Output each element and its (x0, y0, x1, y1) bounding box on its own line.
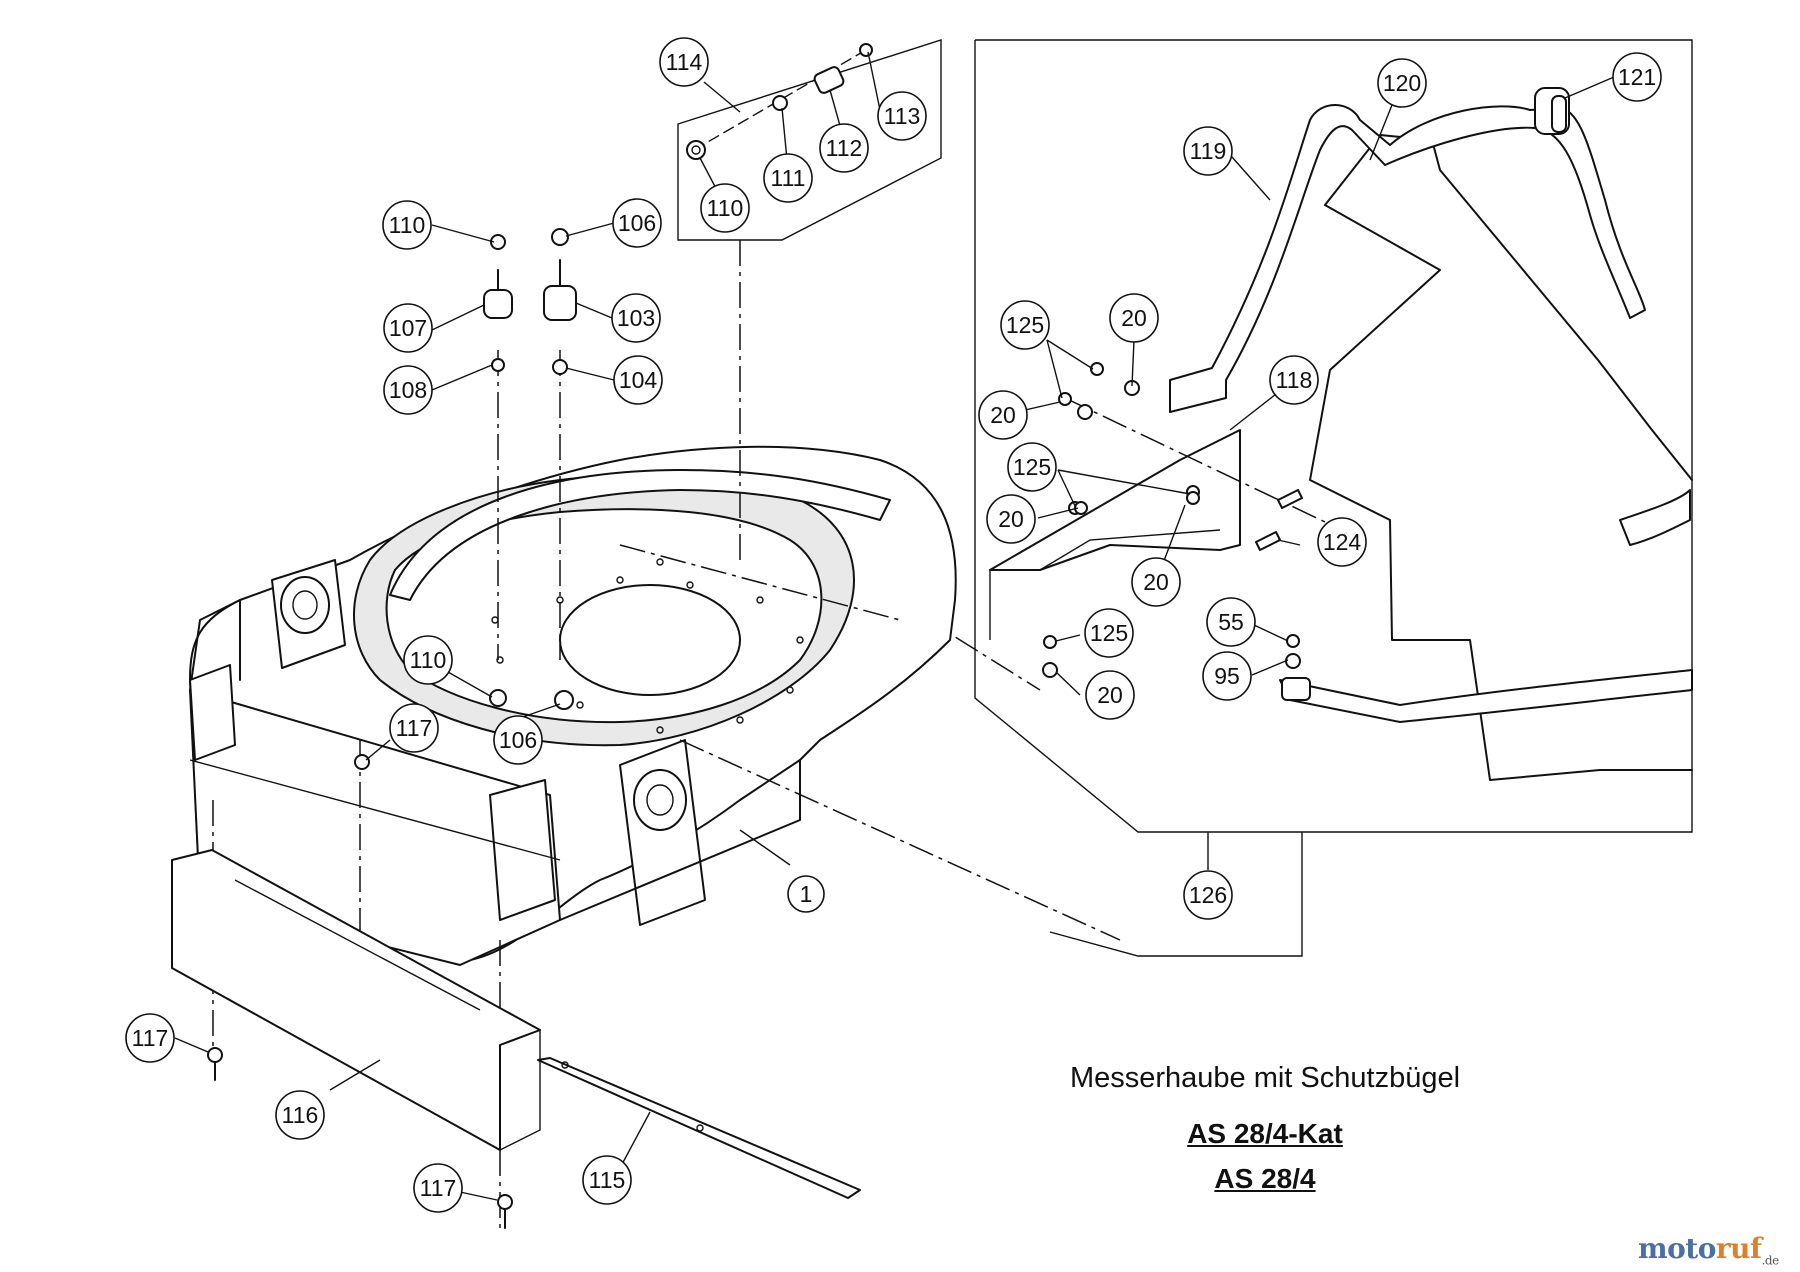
inset-126-hardware (919, 362, 1326, 691)
model-label-kat: AS 28/4-Kat (1187, 1118, 1343, 1149)
svg-text:117: 117 (420, 1175, 457, 1201)
callout-103: 103 (611, 293, 661, 343)
callout-112: 112 (819, 123, 869, 173)
inset-126-frame (974, 39, 1693, 957)
callout-95: 95 (1202, 651, 1252, 701)
svg-text:95: 95 (1214, 663, 1240, 689)
svg-text:121: 121 (1618, 64, 1656, 90)
svg-text:125: 125 (1006, 312, 1044, 338)
callout-110-inset: 110 (700, 183, 750, 233)
callout-125-c: 125 (1084, 608, 1134, 658)
callout-119: 119 (1183, 126, 1233, 176)
svg-text:20: 20 (1121, 305, 1147, 331)
bolts-117 (207, 1047, 513, 1229)
model-label: AS 28/4 (1214, 1163, 1316, 1194)
callout-117-deck: 117 (389, 703, 439, 753)
inset-114-parts (686, 43, 873, 160)
callout-20-a: 20 (1109, 293, 1159, 343)
svg-text:111: 111 (771, 165, 806, 191)
deck-dash-lines (212, 240, 1121, 1230)
guard-bar (1169, 87, 1693, 723)
callout-107: 107 (383, 303, 433, 353)
callout-113: 113 (877, 91, 927, 141)
front-shield-116 (171, 849, 541, 1151)
callout-114: 114 (659, 37, 709, 87)
callout-108: 108 (383, 365, 433, 415)
svg-text:126: 126 (1189, 882, 1227, 908)
callout-20-e: 20 (1085, 670, 1135, 720)
svg-text:112: 112 (826, 135, 863, 161)
svg-text:117: 117 (396, 715, 433, 741)
callout-121: 121 (1612, 52, 1662, 102)
svg-text:20: 20 (1143, 569, 1169, 595)
svg-text:104: 104 (619, 367, 658, 393)
callout-110-top: 110 (382, 200, 432, 250)
svg-text:103: 103 (617, 305, 655, 331)
callout-106-top: 106 (612, 198, 662, 248)
callout-116: 116 (275, 1090, 325, 1140)
svg-text:110: 110 (389, 212, 426, 238)
svg-text:115: 115 (589, 1167, 626, 1193)
svg-text:110: 110 (410, 647, 447, 673)
callout-117-left: 117 (125, 1013, 175, 1063)
svg-text:55: 55 (1218, 609, 1244, 635)
callout-115: 115 (582, 1155, 632, 1205)
svg-text:108: 108 (389, 377, 427, 403)
callout-111: 111 (763, 153, 813, 203)
strap-115 (537, 1057, 861, 1199)
svg-text:125: 125 (1013, 454, 1051, 480)
inset-114-frame (677, 39, 942, 241)
callout-125-b: 125 (1007, 442, 1057, 492)
mower-deck (189, 445, 957, 966)
svg-text:116: 116 (282, 1102, 319, 1128)
svg-text:124: 124 (1323, 529, 1362, 555)
svg-text:118: 118 (1276, 367, 1313, 393)
deck-holes (491, 558, 804, 734)
svg-text:1: 1 (800, 881, 813, 907)
callout-106-deck: 106 (493, 715, 543, 765)
callout-126: 126 (1183, 870, 1233, 920)
svg-text:125: 125 (1090, 620, 1128, 646)
callout-118: 118 (1269, 355, 1319, 405)
svg-text:20: 20 (998, 506, 1024, 532)
callout-117-bottom: 117 (413, 1163, 463, 1213)
callout-20-c: 20 (986, 494, 1036, 544)
svg-text:106: 106 (618, 210, 656, 236)
callout-20-d: 20 (1131, 557, 1181, 607)
svg-text:107: 107 (389, 315, 427, 341)
svg-text:20: 20 (990, 402, 1016, 428)
diagram-title: Messerhaube mit Schutzbügel (1069, 1062, 1461, 1094)
callout-110-deck: 110 (403, 635, 453, 685)
callout-104: 104 (613, 355, 663, 405)
svg-text:106: 106 (499, 727, 537, 753)
callout-124: 124 (1317, 517, 1367, 567)
callout-55: 55 (1206, 597, 1256, 647)
svg-text:110: 110 (707, 195, 744, 221)
callout-1: 1 (787, 875, 825, 913)
callout-20-b: 20 (978, 390, 1028, 440)
motoruf-logo: motoruf.de (1638, 1232, 1779, 1268)
callout-120: 120 (1377, 58, 1427, 108)
svg-text:119: 119 (1190, 138, 1227, 164)
callout-125-a: 125 (1000, 300, 1050, 350)
svg-text:113: 113 (884, 103, 921, 129)
svg-text:114: 114 (666, 49, 703, 75)
svg-text:120: 120 (1383, 70, 1421, 96)
svg-text:20: 20 (1097, 682, 1123, 708)
svg-text:117: 117 (132, 1025, 169, 1051)
